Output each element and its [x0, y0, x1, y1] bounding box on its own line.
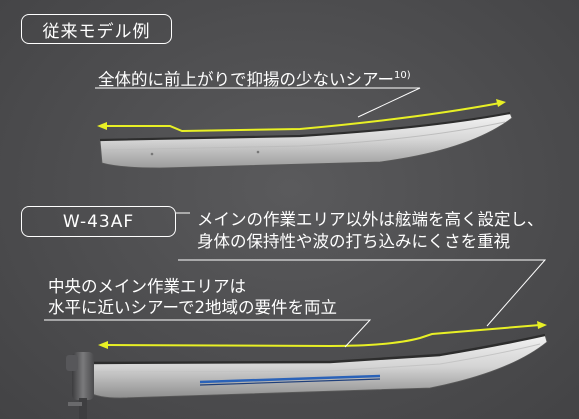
w43af-sheer-arrow	[98, 321, 547, 349]
reference-note: 10)	[394, 70, 411, 81]
conventional-caption-text: 全体的に前上がりで抑揚の少ないシアー	[98, 70, 395, 89]
conventional-sheer-arrow	[97, 99, 506, 133]
w43af-model-tag: W-43AF	[21, 206, 176, 237]
w43af-bow-caption-line1: メインの作業エリア以外は舷端を高く設定し、	[197, 210, 544, 229]
w43af-bow-caption: メインの作業エリア以外は舷端を高く設定し、 身体の保持性や波の打ち込みにくさを重…	[197, 209, 544, 253]
hull-stripe	[199, 374, 381, 384]
conventional-boat-hull	[99, 111, 513, 169]
w43af-center-caption-line2: 水平に近いシアーで2地域の要件を両立	[48, 298, 338, 317]
conventional-leader-line	[95, 87, 421, 118]
w43af-center-leader-line	[44, 319, 372, 348]
w43af-bow-caption-line2: 身体の保持性や波の打ち込みにくさを重視	[197, 232, 511, 251]
w43af-bow-leader-line	[178, 259, 547, 327]
conventional-model-label: 従来モデル例	[42, 21, 151, 42]
outboard-engine	[66, 352, 94, 419]
w43af-center-caption: 中央のメイン作業エリアは 水平に近いシアーで2地域の要件を両立	[48, 276, 337, 318]
w43af-model-label: W-43AF	[62, 211, 135, 232]
w43af-center-caption-line1: 中央のメイン作業エリアは	[48, 277, 246, 296]
w43af-boat-hull	[87, 333, 548, 399]
conventional-caption: 全体的に前上がりで抑揚の少ないシアー10)	[98, 65, 411, 90]
conventional-model-tag: 従来モデル例	[21, 14, 172, 44]
